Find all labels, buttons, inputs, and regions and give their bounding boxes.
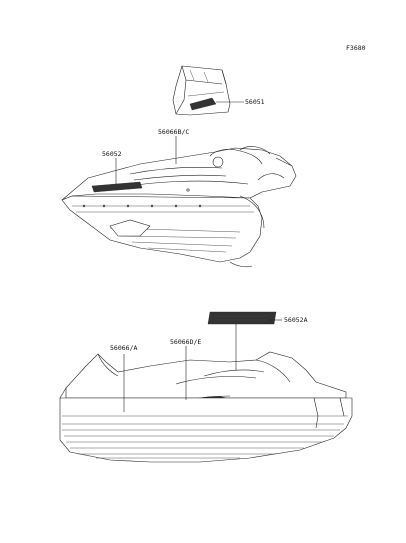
- callout-56066a: 56066/A: [110, 344, 137, 352]
- top-decal-part: [172, 65, 231, 116]
- lower-watercraft-hull: [59, 351, 353, 463]
- callout-56066bc: 56066B/C: [158, 128, 189, 136]
- callout-56051: 56051: [245, 98, 265, 106]
- callout-56052: 56052: [102, 150, 122, 158]
- lower-emblem-part: [207, 311, 277, 325]
- callout-56066de: 56066D/E: [170, 338, 201, 346]
- callout-56052a: 56052A: [284, 316, 308, 324]
- upper-watercraft-hull: [61, 146, 297, 268]
- figure-code: F3680: [346, 44, 366, 52]
